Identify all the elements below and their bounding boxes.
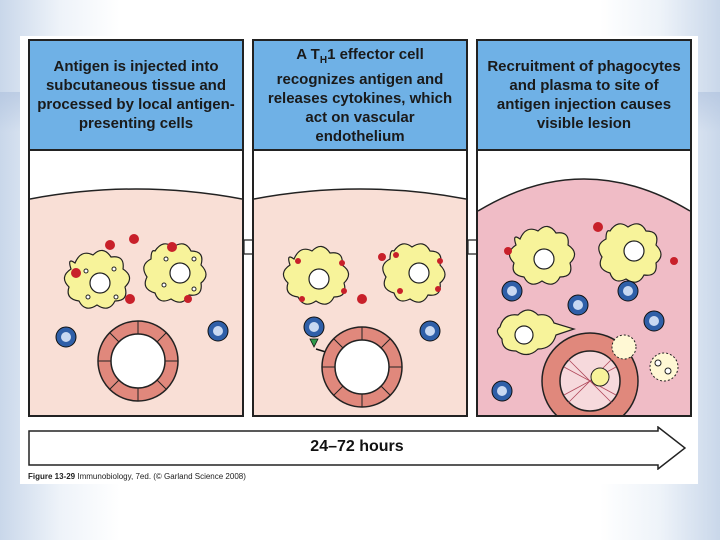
lymphocytes xyxy=(491,280,665,402)
panel-2-caption-text: A TH1 effector cell recognizes antigen a… xyxy=(260,45,460,146)
panel-2-scene xyxy=(254,151,466,408)
panel-1-caption-text: Antigen is injected into subcutaneous ti… xyxy=(37,58,235,132)
macrophage-right xyxy=(382,243,446,303)
macrophage-left xyxy=(63,249,131,309)
lymphocyte-left xyxy=(55,326,77,348)
panel-3-caption-text: Recruitment of phagocytes and plasma to … xyxy=(487,58,681,132)
figure: Antigen is injected into subcutaneous ti… xyxy=(20,36,698,484)
blood-vessel xyxy=(321,326,403,408)
skin-surface xyxy=(30,151,242,199)
panel-1-caption: Antigen is injected into subcutaneous ti… xyxy=(30,41,242,151)
antigen-particles xyxy=(357,253,386,304)
timeline-arrow-icon xyxy=(28,426,686,470)
macrophage-right xyxy=(143,243,207,303)
macrophage-top-left xyxy=(508,225,576,285)
cytokine-icon xyxy=(309,338,319,348)
macrophage-spreading xyxy=(496,309,576,356)
panel-3-scene xyxy=(478,151,690,415)
figure-number: Figure 13-29 xyxy=(28,472,76,481)
antigen-particles xyxy=(504,222,678,265)
lymphocyte-right xyxy=(207,320,229,342)
lymphocyte-right xyxy=(419,320,441,342)
panel-2-caption-post: 1 effector cell recognizes antigen and r… xyxy=(267,45,453,145)
panel-2-caption: A TH1 effector cell recognizes antigen a… xyxy=(254,41,466,151)
panel-1-scene xyxy=(30,151,242,402)
antigen-particles xyxy=(71,234,192,304)
macrophage-top-right xyxy=(598,223,662,283)
figure-credit: Figure 13-29 Immunobiology, 7ed. (© Garl… xyxy=(28,472,246,481)
panel-2-caption-pre: A T xyxy=(296,45,320,63)
figure-source: Immunobiology, 7ed. (© Garland Science 2… xyxy=(77,472,246,481)
panel-lesion: Recruitment of phagocytes and plasma to … xyxy=(476,39,692,417)
macrophage-left xyxy=(282,245,350,305)
panel-3-caption: Recruitment of phagocytes and plasma to … xyxy=(478,41,690,151)
panel-antigen-injection: Antigen is injected into subcutaneous ti… xyxy=(28,39,244,417)
timeline-label: 24–72 hours xyxy=(310,438,404,455)
blood-vessel xyxy=(97,320,179,402)
neutrophils xyxy=(611,334,679,382)
panel-effector-cell: A TH1 effector cell recognizes antigen a… xyxy=(252,39,468,417)
panel-2-caption-sub: H xyxy=(319,54,328,66)
